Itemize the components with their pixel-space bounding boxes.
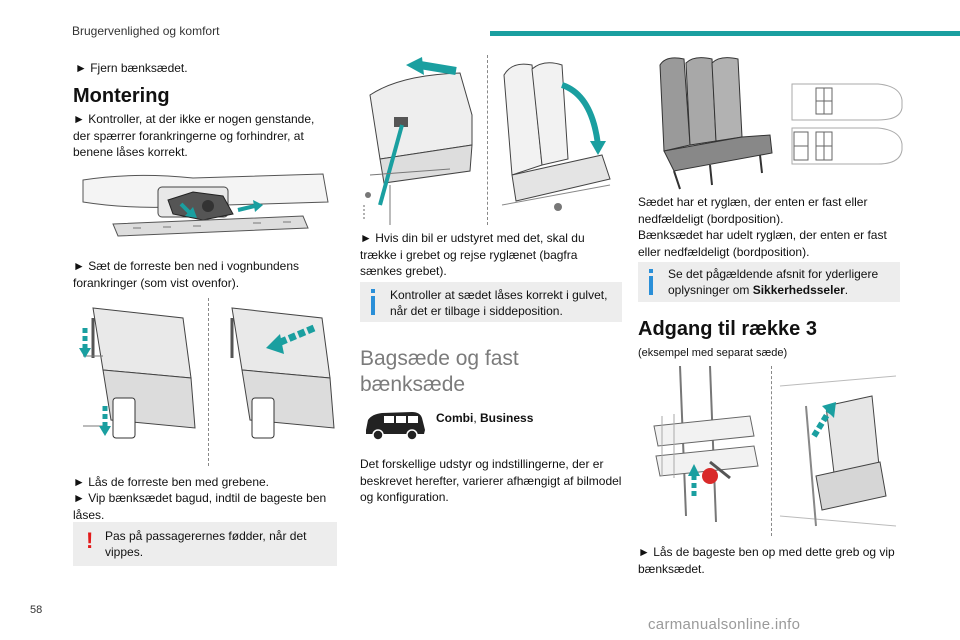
leg-latch-illustration: [73, 162, 335, 248]
van-icon: [362, 408, 428, 442]
row3-tilt-illustration-right: [776, 366, 902, 536]
text-seat-backrest: Sædet har et ryglæn, der enten er fast e…: [638, 195, 868, 226]
version-separator: ,: [473, 411, 481, 425]
info-box-seatbelts: Se det pågældende afsnit for yderligere …: [638, 262, 900, 302]
image-separator: [771, 366, 772, 536]
warning-text: Pas på passagerernes fødder, når det vip…: [105, 529, 307, 559]
info-text-pre: Se det pågældende afsnit for yderligere …: [668, 267, 879, 297]
image-separator: [487, 55, 488, 225]
heading-montering: Montering: [73, 85, 170, 107]
page-number: 58: [30, 604, 43, 616]
version-combi: Combi: [436, 411, 474, 425]
backrest-fold-illustration: [360, 55, 482, 225]
bench-tilt-illustration-right: [214, 298, 336, 466]
step-raise-backrest: ► Hvis din bil er udstyret med det, skal…: [360, 231, 585, 278]
info-box: Kontroller at sædet låses korrekt i gulv…: [360, 282, 622, 322]
info-text-post: .: [844, 283, 849, 297]
heading-bagsaede: Bagsæde og fast bænksæde: [360, 347, 519, 396]
bench-tilt-illustration-left: [73, 298, 201, 466]
watermark: carmanualsonline.info: [648, 616, 801, 633]
remove-step: ► Fjern bænksædet.: [75, 61, 188, 75]
link-sikkerhedsseler[interactable]: Sikkerhedsseler: [752, 283, 845, 297]
info-icon: [371, 289, 375, 315]
header-accent-bar: [490, 31, 960, 36]
info-text: Kontroller at sædet låses korrekt i gulv…: [390, 288, 608, 318]
step-check-anchors: ► Kontroller, at der ikke er nogen genst…: [73, 112, 315, 159]
info-icon: [649, 269, 653, 295]
version-label: Combi, Business: [436, 410, 533, 427]
step-lock-legs: ► Lås de forreste ben med grebene.: [73, 475, 269, 489]
step-front-legs-down: ► Sæt de forreste ben ned i vognbundens …: [73, 259, 300, 290]
backrest-raise-illustration: [492, 55, 617, 225]
warning-icon: !: [86, 528, 94, 553]
intro-text: Det forskellige udstyr og indstillingern…: [360, 457, 622, 504]
seat-layout-diagrams: [788, 78, 908, 168]
example-note: (eksempel med separat sæde): [638, 347, 788, 359]
warning-box: ! Pas på passagerernes fødder, når det v…: [73, 522, 337, 566]
heading-adgang-raekke-3: Adgang til række 3: [638, 318, 817, 340]
step-unlock-rear-legs: ► Lås de bageste ben op med dette greb o…: [638, 545, 895, 576]
step-tilt-back: ► Vip bænksædet bagud, indtil de bageste…: [73, 491, 327, 522]
image-separator: [208, 298, 209, 466]
version-business: Business: [480, 411, 534, 425]
text-bench-backrest: Bænksædet har udelt ryglæn, der enten er…: [638, 228, 887, 259]
section-title: Brugervenlighed og komfort: [72, 24, 220, 38]
row3-lever-illustration-left: [650, 366, 765, 536]
info-text-seatbelts: Se det pågældende afsnit for yderligere …: [668, 266, 894, 298]
rear-bench-illustration: [650, 55, 775, 190]
